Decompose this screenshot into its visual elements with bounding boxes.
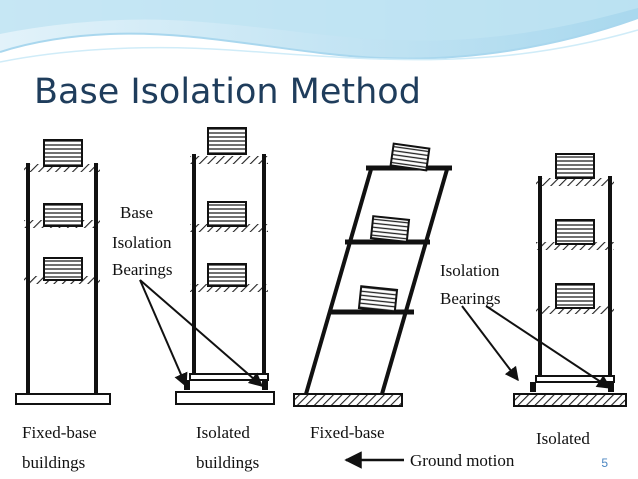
building-isolated-standing bbox=[175, 127, 275, 405]
building-1-label-line2: buildings bbox=[22, 453, 85, 472]
building-fixed-base-leaning bbox=[293, 142, 452, 407]
callout-left-line3: Bearings bbox=[112, 260, 172, 279]
header-wave-decoration bbox=[0, 0, 638, 63]
building-isolated-standing-right bbox=[513, 153, 627, 407]
building-2-label-line2: buildings bbox=[196, 453, 259, 472]
callout-left-line2: Isolation bbox=[112, 233, 172, 252]
callout-arrows bbox=[139, 279, 612, 389]
page-number: 5 bbox=[601, 456, 608, 470]
callout-right-line1: Isolation bbox=[440, 261, 500, 280]
building-1-label-line1: Fixed-base bbox=[22, 423, 97, 442]
base-isolation-diagram: Base Isolation Bearings Isolation Bearin… bbox=[15, 127, 627, 472]
ground-motion-label: Ground motion bbox=[410, 451, 515, 470]
building-2-label-line1: Isolated bbox=[196, 423, 250, 442]
slide-title: Base Isolation Method bbox=[34, 72, 421, 112]
building-4-label: Isolated bbox=[536, 429, 590, 448]
building-3-label: Fixed-base bbox=[310, 423, 385, 442]
callout-left-line1: Base bbox=[120, 203, 153, 222]
building-fixed-base-standing bbox=[15, 139, 111, 405]
callout-right-line2: Bearings bbox=[440, 289, 500, 308]
